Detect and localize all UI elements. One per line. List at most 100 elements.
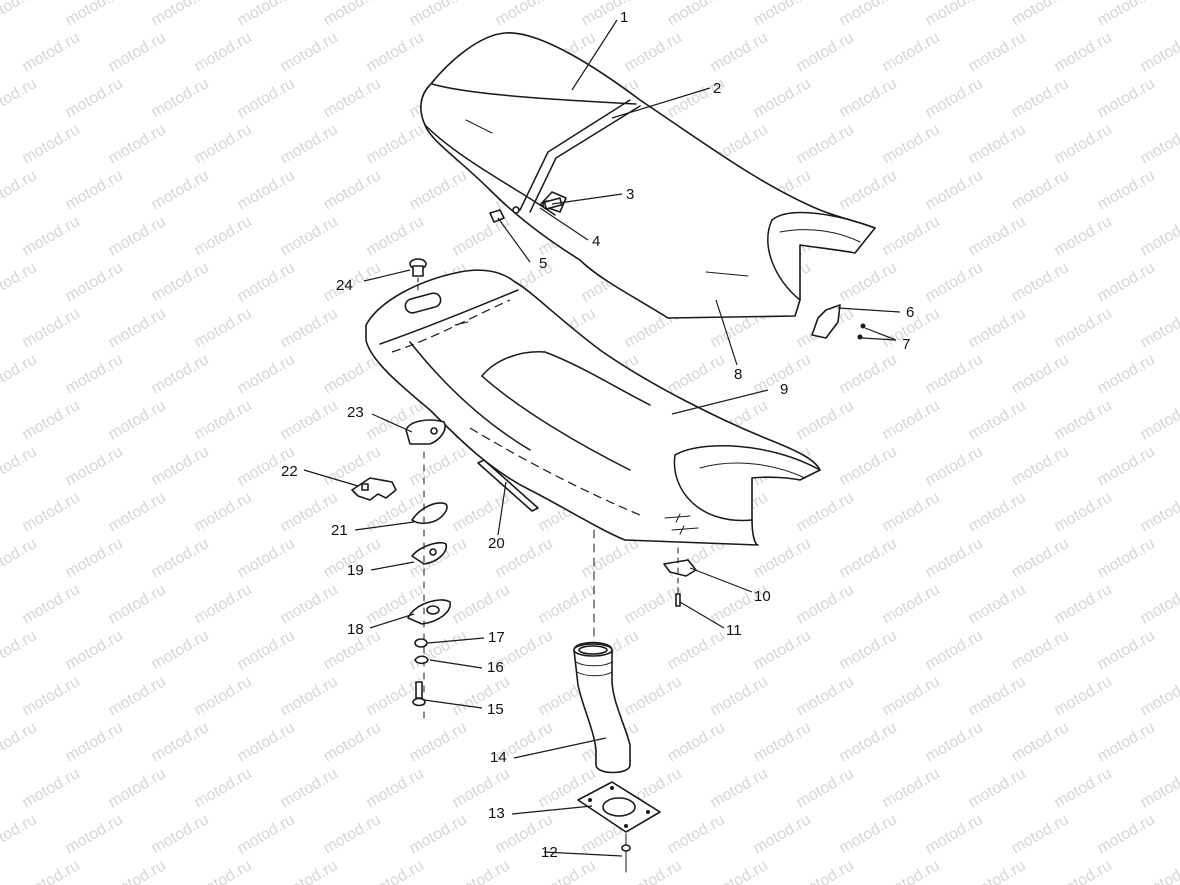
- watermark-text: motod.ru: [63, 0, 126, 29]
- callout-12: 12: [541, 844, 558, 861]
- watermark-text: motod.ru: [106, 489, 169, 535]
- watermark-text: motod.ru: [63, 627, 126, 673]
- watermark-text: motod.ru: [106, 857, 169, 885]
- watermark-text: motod.ru: [1009, 627, 1072, 673]
- watermark-text: motod.ru: [1009, 535, 1072, 581]
- watermark-text: motod.ru: [1095, 811, 1158, 857]
- watermark-text: motod.ru: [880, 397, 943, 443]
- hook-plate-group: [663, 547, 697, 607]
- watermark-text: motod.ru: [321, 719, 384, 765]
- watermark-text: motod.ru: [1095, 443, 1158, 489]
- watermark-text: motod.ru: [794, 765, 857, 811]
- watermark-text: motod.ru: [106, 121, 169, 167]
- watermark-text: motod.ru: [192, 765, 255, 811]
- watermark-text: motod.ru: [235, 75, 298, 121]
- watermark-text: motod.ru: [1009, 719, 1072, 765]
- watermark-text: motod.ru: [0, 75, 40, 121]
- watermark-text: motod.ru: [0, 719, 40, 765]
- watermark-text: motod.ru: [278, 857, 341, 885]
- watermark-text: motod.ru: [278, 765, 341, 811]
- callout-15: 15: [487, 701, 504, 718]
- watermark-text: motod.ru: [407, 443, 470, 489]
- watermark-text: motod.ru: [880, 673, 943, 719]
- watermark-text: motod.ru: [20, 673, 83, 719]
- watermark-text: motod.ru: [665, 811, 728, 857]
- watermark-text: motod.ru: [1138, 673, 1180, 719]
- watermark-text: motod.ru: [364, 765, 427, 811]
- watermark-text: motod.ru: [450, 581, 513, 627]
- watermark-text: motod.ru: [966, 121, 1029, 167]
- watermark-text: motod.ru: [63, 259, 126, 305]
- seat-latch-plate-shape: [811, 304, 841, 339]
- watermark-text: motod.ru: [235, 811, 298, 857]
- watermark-text: motod.ru: [1052, 213, 1115, 259]
- watermark-text: motod.ru: [278, 673, 341, 719]
- watermark-text: motod.ru: [794, 489, 857, 535]
- watermark-text: motod.ru: [63, 167, 126, 213]
- watermark-text: motod.ru: [149, 351, 212, 397]
- watermark-text: motod.ru: [1138, 489, 1180, 535]
- watermark-text: motod.ru: [1009, 75, 1072, 121]
- watermark-text: motod.ru: [321, 811, 384, 857]
- watermark-text: motod.ru: [235, 719, 298, 765]
- watermark-text: motod.ru: [751, 811, 814, 857]
- watermark-text: motod.ru: [536, 857, 599, 885]
- callout-6: 6: [906, 304, 914, 321]
- watermark-text: motod.ru: [1138, 121, 1180, 167]
- callout-7: 7: [902, 336, 910, 353]
- watermark-text: motod.ru: [837, 351, 900, 397]
- watermark-text: motod.ru: [192, 29, 255, 75]
- watermark-text: motod.ru: [794, 397, 857, 443]
- callout-21: 21: [331, 522, 348, 539]
- callout-11: 11: [726, 622, 742, 639]
- watermark-text: motod.ru: [1138, 29, 1180, 75]
- watermark-text: motod.ru: [1052, 121, 1115, 167]
- watermark-text: motod.ru: [1138, 581, 1180, 627]
- watermark-text: motod.ru: [880, 857, 943, 885]
- watermark-text: motod.ru: [0, 627, 40, 673]
- watermark-text: motod.ru: [1052, 397, 1115, 443]
- watermark-text: motod.ru: [192, 673, 255, 719]
- callout-10: 10: [754, 588, 771, 605]
- callout-labels: 1 2 3 4 5 6 7 8 9 10 11 12 13 14 15 16 1…: [281, 9, 914, 861]
- watermark-text: motod.ru: [20, 121, 83, 167]
- watermark-text: motod.ru: [1138, 213, 1180, 259]
- watermark-text: motod.ru: [579, 0, 642, 29]
- callout-17: 17: [488, 629, 505, 646]
- watermark-text: motod.ru: [149, 535, 212, 581]
- watermark-text: motod.ru: [1095, 351, 1158, 397]
- callout-2: 2: [713, 80, 721, 97]
- watermark-text: motod.ru: [622, 857, 685, 885]
- watermark-text: motod.ru: [665, 0, 728, 29]
- watermark-text: motod.ru: [20, 489, 83, 535]
- watermark-text: motod.ru: [579, 535, 642, 581]
- watermark-text: motod.ru: [1095, 535, 1158, 581]
- watermark-text: motod.ru: [1009, 443, 1072, 489]
- callout-8: 8: [734, 366, 742, 383]
- watermark-text: motod.ru: [923, 627, 986, 673]
- callout-16: 16: [487, 659, 504, 676]
- watermark-text: motod.ru: [364, 29, 427, 75]
- watermark-text: motod.ru: [20, 581, 83, 627]
- callout-13: 13: [488, 805, 505, 822]
- watermark-text: motod.ru: [1052, 489, 1115, 535]
- watermark-text: motod.ru: [450, 857, 513, 885]
- watermark-text: motod.ru: [106, 305, 169, 351]
- watermark-text: motod.ru: [751, 0, 814, 29]
- watermark-text: motod.ru: [192, 305, 255, 351]
- leader-lines: [303, 19, 901, 857]
- watermark-text: motod.ru: [321, 0, 384, 29]
- watermark-text: motod.ru: [149, 443, 212, 489]
- watermark-text: motod.ru: [966, 29, 1029, 75]
- watermark-text: motod.ru: [751, 75, 814, 121]
- watermark-text: motod.ru: [63, 535, 126, 581]
- watermark-text: motod.ru: [0, 443, 40, 489]
- watermark-text: motod.ru: [192, 121, 255, 167]
- callout-23: 23: [347, 404, 364, 421]
- watermark-text: motod.ru: [708, 857, 771, 885]
- watermark-text: motod.ru: [665, 719, 728, 765]
- watermark-text: motod.ru: [923, 0, 986, 29]
- watermark-text: motod.ru: [450, 489, 513, 535]
- watermark-text: motod.ru: [0, 351, 40, 397]
